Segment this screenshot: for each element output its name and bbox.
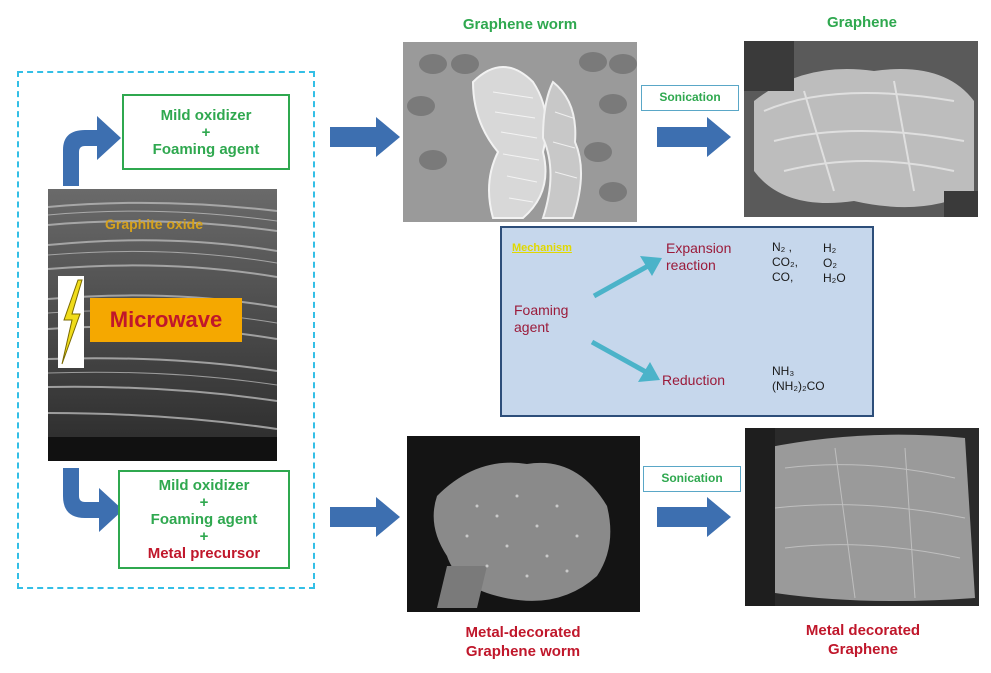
title-line: Metal-decorated [465, 624, 581, 641]
graphene-worm-title: Graphene worm [462, 16, 578, 33]
foaming-agent-label: Foaming agent [514, 302, 568, 336]
mechanism-arrow-down-icon [590, 339, 660, 382]
box-line: Foaming agent [152, 140, 260, 158]
expansion-line: reaction [666, 257, 716, 273]
gas-label: NH₃ [772, 364, 795, 378]
foaming-line: agent [514, 319, 550, 335]
foaming-line: Foaming [514, 302, 569, 318]
mechanism-arrow-up-icon [592, 256, 662, 299]
gas-label: H₂ [823, 241, 837, 255]
title-line: Metal decorated [805, 622, 921, 639]
gas-label: (NH₂)₂CO [772, 379, 825, 393]
oxidizer-foaming-box: Mild oxidizer + Foaming agent [122, 94, 290, 170]
box-line: + [199, 528, 209, 545]
metal-decorated-graphene-title: Metal decorated Graphene [745, 621, 981, 659]
arrow-right-icon [657, 117, 731, 157]
graphene-title: Graphene [826, 14, 898, 31]
gas-label: CO, [772, 270, 794, 284]
mechanism-panel [500, 226, 874, 417]
gas-label: CO₂, [772, 255, 798, 269]
box-line: + [199, 494, 209, 511]
lightning-icon [58, 276, 84, 368]
title-line: Graphene worm [465, 643, 581, 660]
reduction-label: Reduction [662, 372, 726, 388]
expansion-line: Expansion [666, 240, 732, 256]
sonication-label-top: Sonication [641, 85, 739, 111]
gas-label: N₂ , [772, 240, 792, 254]
curved-arrow-down-icon [63, 468, 123, 532]
graphene-worm-image [403, 42, 637, 222]
oxidizer-foaming-metal-box: Mild oxidizer + Foaming agent + Metal pr… [118, 470, 290, 569]
box-line: Mild oxidizer [160, 106, 252, 124]
expansion-gases-column-2: H₂ O₂ H₂O [823, 241, 846, 286]
arrow-right-icon [330, 497, 400, 537]
graphene-image [744, 41, 978, 217]
reduction-gases: NH₃ (NH₂)₂CO [772, 364, 825, 394]
metal-precursor-label: Metal precursor [147, 545, 261, 562]
expansion-gases-column-1: N₂ , CO₂, CO, [772, 240, 798, 285]
curved-arrow-up-icon [63, 116, 121, 186]
gas-label: H₂O [823, 271, 846, 285]
graphite-oxide-label: Graphite oxide [105, 216, 204, 232]
process-frame [17, 71, 315, 589]
microwave-label: Microwave [90, 298, 242, 342]
box-line: + [201, 123, 211, 141]
metal-decorated-worm-image [407, 436, 640, 612]
title-line: Graphene [827, 641, 899, 658]
mechanism-heading: Mechanism [512, 242, 572, 254]
expansion-reaction-label: Expansion reaction [666, 240, 731, 274]
arrow-right-icon [330, 117, 400, 157]
arrow-right-icon [657, 497, 731, 537]
gas-label: O₂ [823, 256, 837, 270]
metal-decorated-worm-title: Metal-decorated Graphene worm [405, 623, 641, 661]
sonication-label-bottom: Sonication [643, 466, 741, 492]
box-line: Mild oxidizer [158, 477, 250, 494]
metal-decorated-graphene-image [745, 428, 979, 606]
box-line: Foaming agent [150, 511, 258, 528]
